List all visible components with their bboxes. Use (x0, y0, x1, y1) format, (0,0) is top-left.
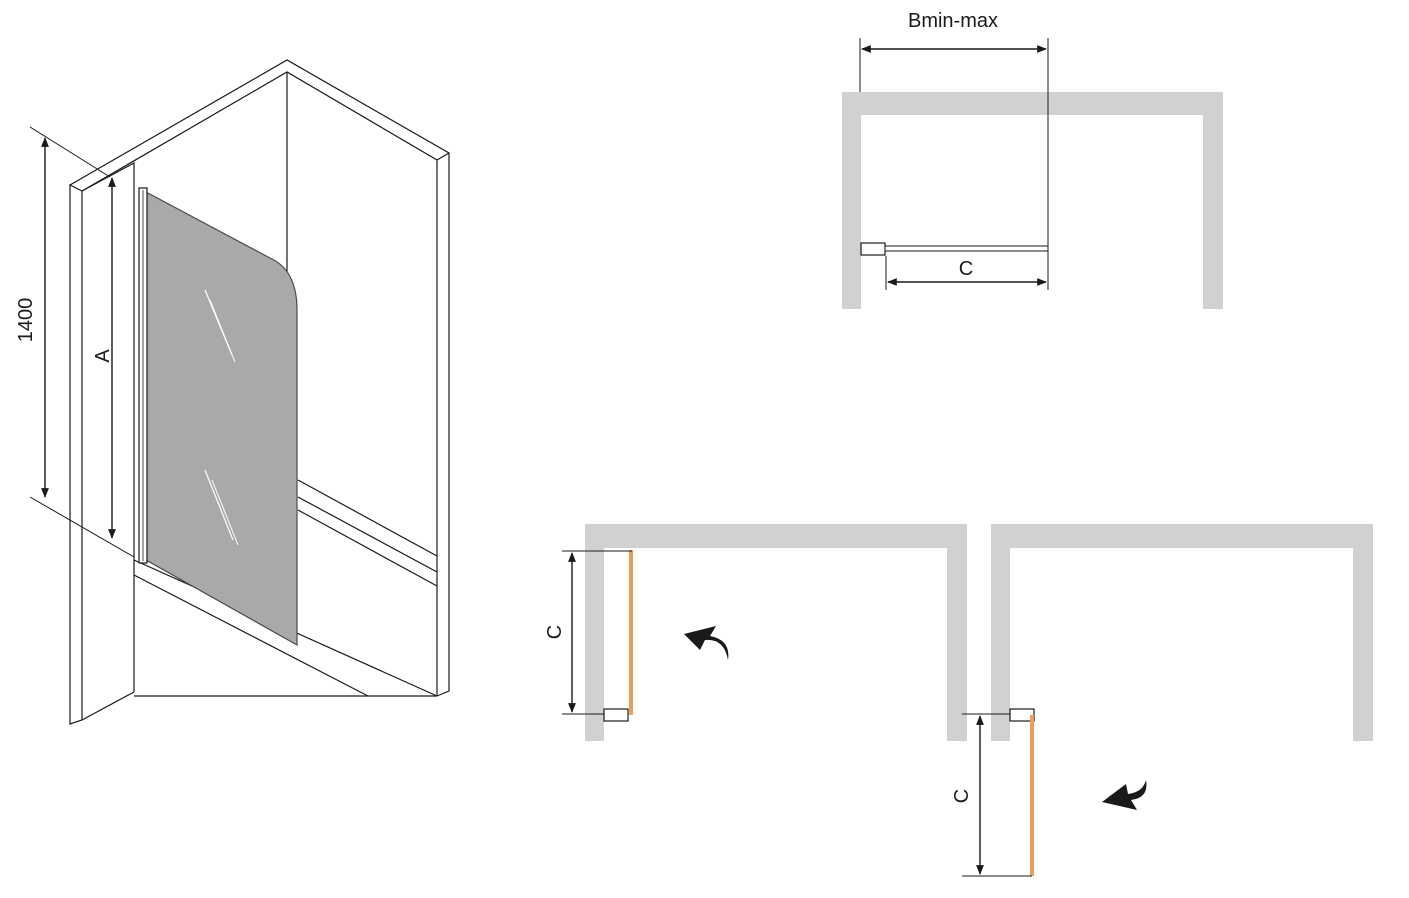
swing-arrow-icon (684, 626, 729, 660)
wall-outline (585, 524, 967, 741)
a-label: A (92, 349, 114, 363)
extension-lines (29, 126, 135, 558)
swing-arrow-icon (1102, 780, 1147, 810)
right-swing-plan: C (951, 524, 1373, 877)
glass-panel (145, 191, 298, 647)
wall-outline (842, 92, 1223, 309)
hinge-profile (860, 242, 886, 256)
top-plan-view: Bmin-max C (842, 10, 1223, 309)
glass-panel-plan (884, 245, 1049, 252)
b-range-label: Bmin-max (908, 10, 998, 32)
side-wall (69, 161, 135, 725)
wall-outline (991, 524, 1373, 741)
wall-profile (138, 187, 148, 564)
isometric-view: 1400 A (15, 59, 450, 725)
c-right-label: C (951, 789, 973, 803)
height-label: 1400 (15, 298, 37, 343)
left-swing-plan: C (544, 524, 967, 741)
hinge-profile (603, 708, 629, 722)
back-wall (69, 59, 450, 697)
c-left-label: C (544, 625, 566, 639)
c-top-label: C (959, 258, 973, 280)
